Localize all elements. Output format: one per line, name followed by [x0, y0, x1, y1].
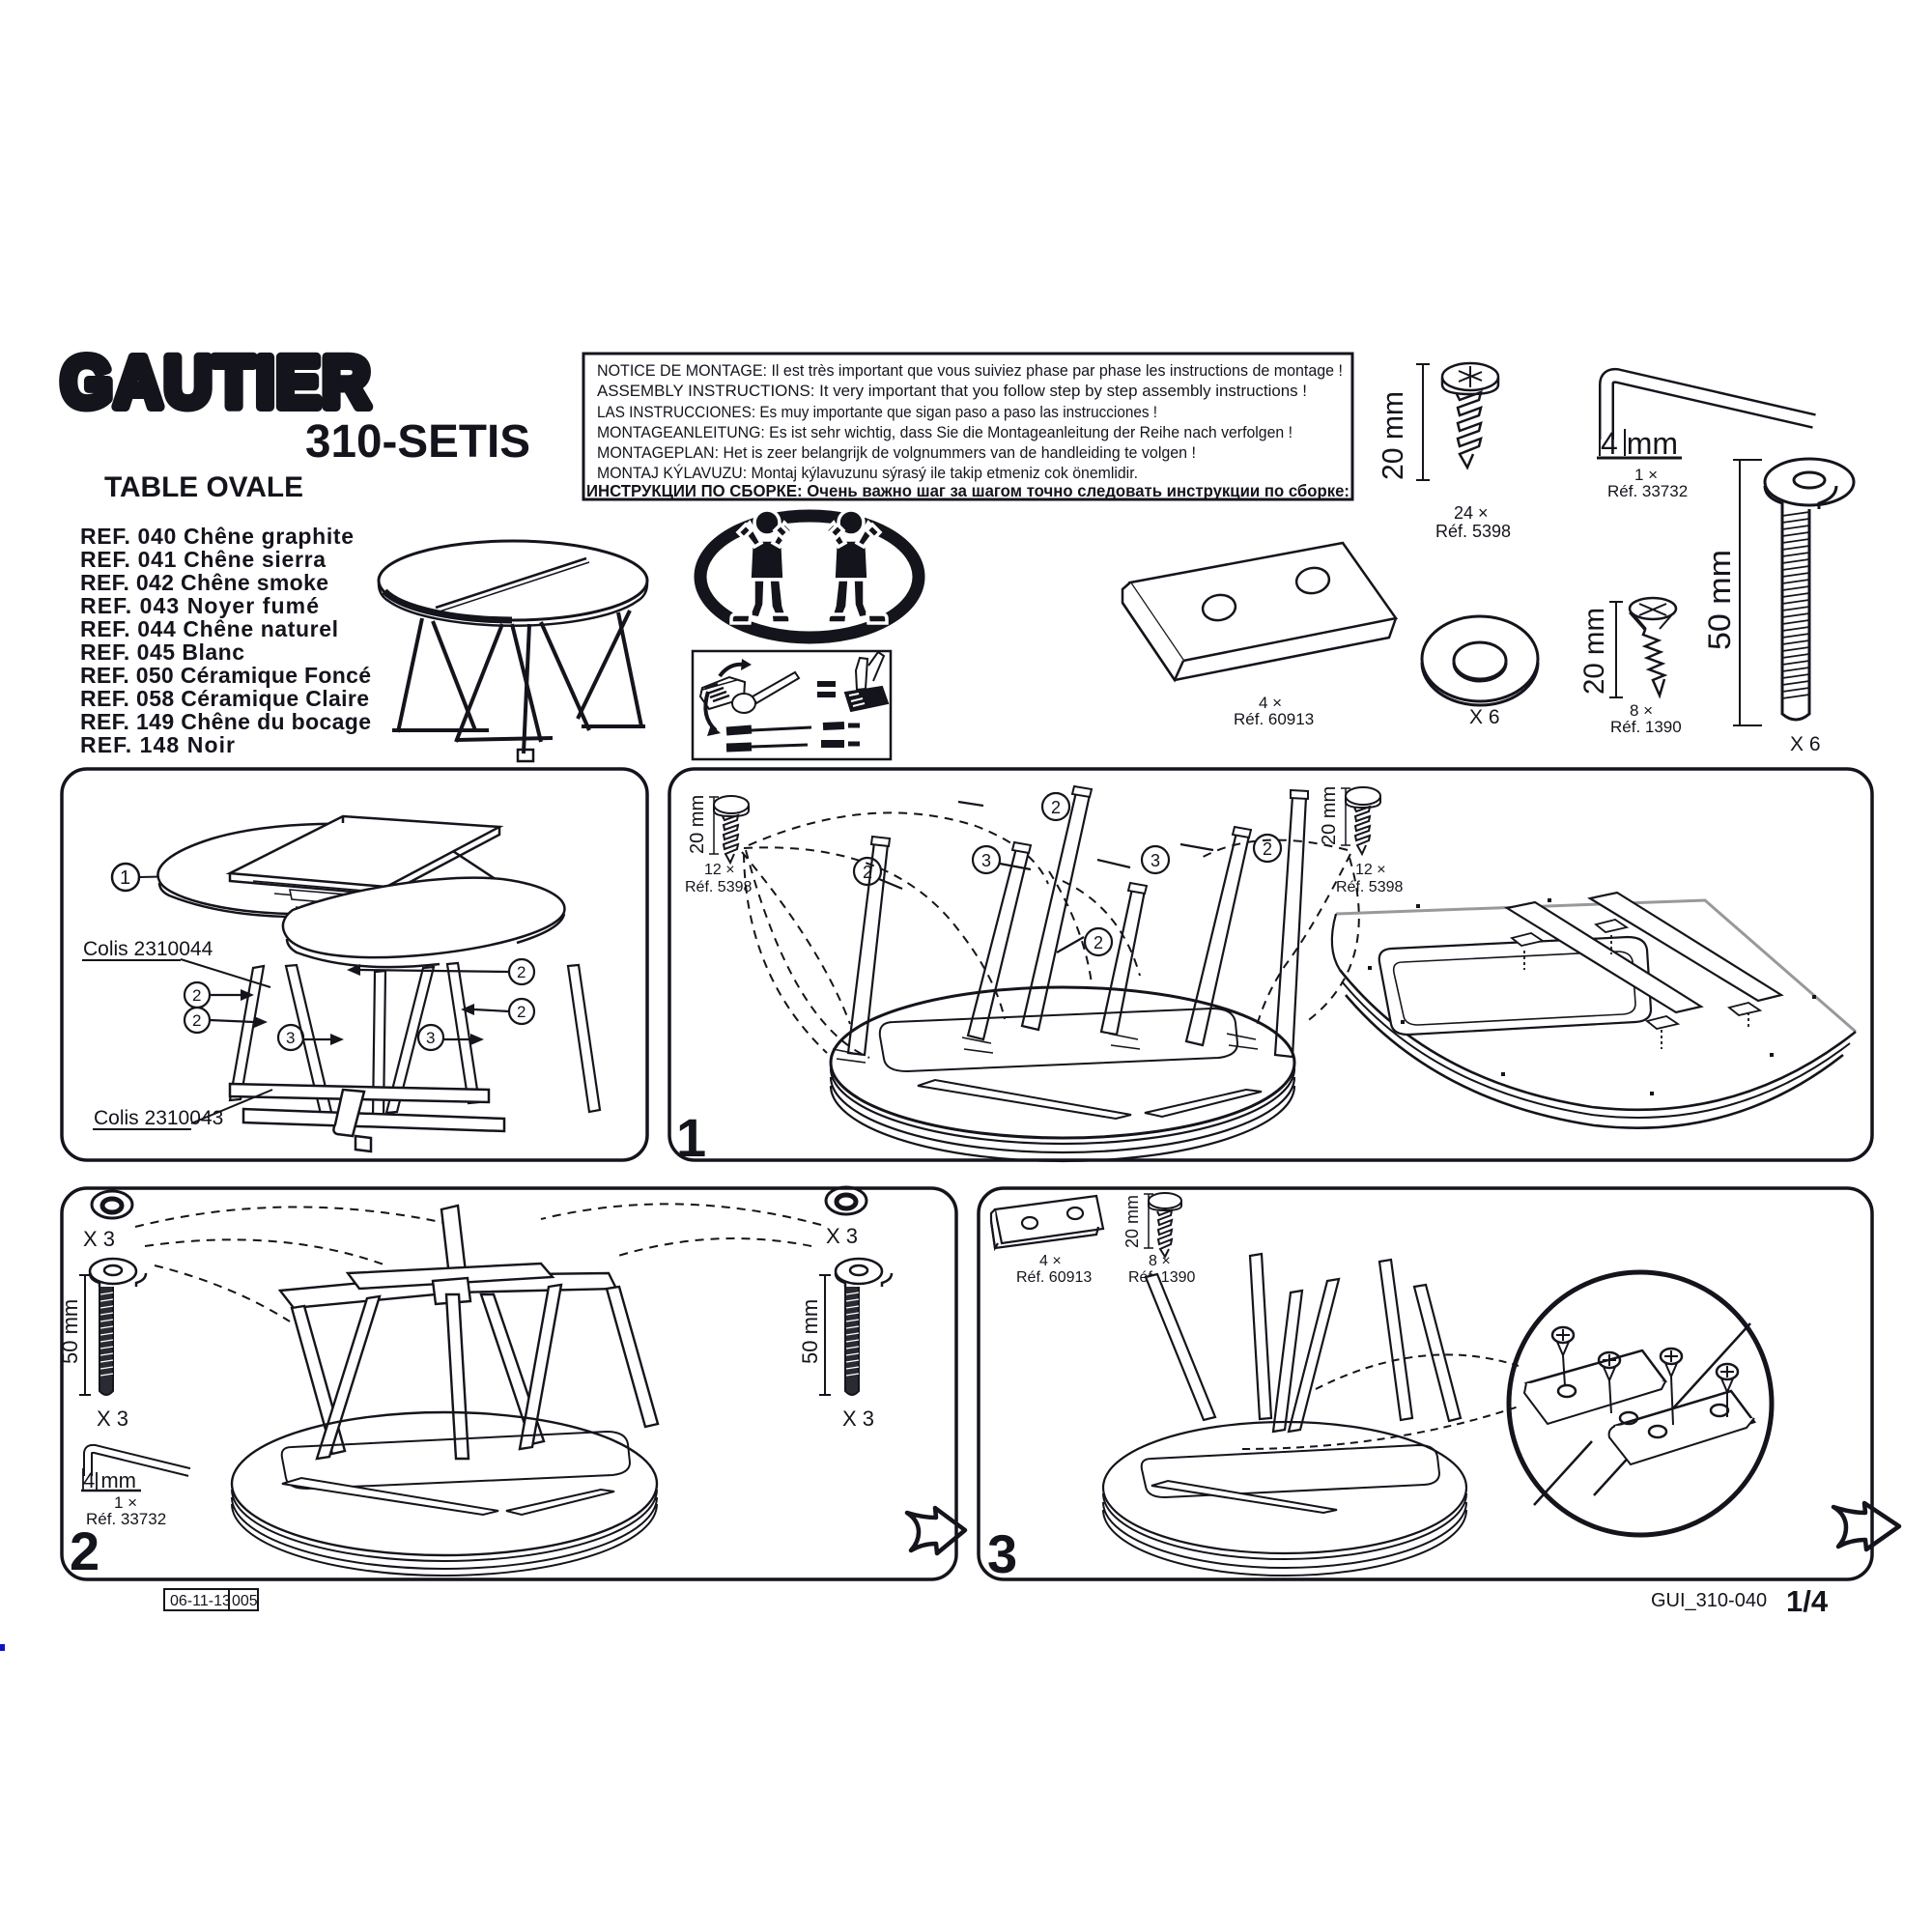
svg-text:ASSEMBLY INSTRUCTIONS: It very: ASSEMBLY INSTRUCTIONS: It very important… [597, 383, 1307, 400]
svg-text:X 3: X 3 [83, 1227, 115, 1251]
svg-text:2: 2 [517, 1003, 526, 1021]
svg-text:LAS INSTRUCCIONES: Es muy impo: LAS INSTRUCCIONES: Es muy importante que… [597, 404, 1157, 421]
svg-text:Réf. 5398: Réf. 5398 [1435, 522, 1511, 541]
svg-text:2: 2 [70, 1520, 99, 1581]
svg-text:X 3: X 3 [842, 1406, 874, 1431]
svg-text:Réf. 33732: Réf. 33732 [1607, 482, 1688, 500]
svg-text:Réf. 5398: Réf. 5398 [685, 879, 752, 895]
svg-text:20 mm: 20 mm [1376, 391, 1409, 480]
svg-text:Réf. 1390: Réf. 1390 [1610, 718, 1682, 736]
svg-text:3: 3 [286, 1029, 295, 1047]
svg-text:3: 3 [981, 851, 991, 870]
svg-text:1: 1 [120, 867, 130, 889]
svg-text:ИНСТРУКЦИИ ПО СБОРКЕ: Очень ва: ИНСТРУКЦИИ ПО СБОРКЕ: Очень важно шаг за… [586, 481, 1350, 500]
svg-text:NOTICE DE MONTAGE: Il est très: NOTICE DE MONTAGE: Il est très important… [597, 362, 1343, 380]
svg-text:3: 3 [987, 1523, 1017, 1584]
svg-text:24 ×: 24 × [1454, 503, 1489, 523]
svg-text:8 ×: 8 × [1630, 701, 1653, 720]
svg-text:2: 2 [517, 963, 526, 981]
svg-text:06-11-13: 06-11-13 [170, 1593, 231, 1609]
svg-text:REF. 044 Chêne naturel: REF. 044 Chêne naturel [80, 616, 338, 641]
svg-text:TABLE OVALE: TABLE OVALE [104, 471, 303, 503]
svg-text:X 6: X 6 [1469, 706, 1500, 728]
svg-text:REF. 041 Chêne sierra: REF. 041 Chêne sierra [80, 547, 326, 572]
svg-text:4 mm: 4 mm [1601, 426, 1678, 461]
svg-text:12 ×: 12 × [1355, 862, 1386, 878]
svg-text:3: 3 [1151, 851, 1160, 870]
svg-text:4 mm: 4 mm [83, 1468, 136, 1492]
svg-text:20 mm: 20 mm [1319, 786, 1340, 845]
svg-text:50 mm: 50 mm [1702, 550, 1737, 650]
svg-text:X 3: X 3 [97, 1406, 128, 1431]
svg-text:REF. 050 Céramique Foncé: REF. 050 Céramique Foncé [80, 663, 371, 688]
svg-text:MONTAGEANLEITUNG: Es ist sehr: MONTAGEANLEITUNG: Es ist sehr wichtig, d… [597, 424, 1293, 441]
svg-text:20 mm: 20 mm [687, 795, 708, 854]
svg-text:1 ×: 1 × [114, 1493, 137, 1512]
svg-text:4 ×: 4 × [1259, 694, 1282, 712]
svg-text:2: 2 [1094, 933, 1103, 952]
svg-text:Colis 2310044: Colis 2310044 [83, 938, 213, 960]
svg-text:50 mm: 50 mm [798, 1299, 822, 1364]
svg-text:005: 005 [232, 1593, 258, 1609]
svg-text:20 mm: 20 mm [1578, 608, 1610, 695]
svg-text:2: 2 [1051, 798, 1061, 817]
svg-text:MONTAJ KÝLAVUZU: Montaj kýlavu: MONTAJ KÝLAVUZU: Montaj kýlavuzunu sýras… [597, 464, 1138, 482]
svg-text:2: 2 [863, 863, 872, 882]
svg-text:1: 1 [676, 1107, 706, 1168]
svg-text:REF. 043 Noyer fumé: REF. 043 Noyer fumé [80, 593, 319, 618]
svg-text:REF. 148 Noir: REF. 148 Noir [80, 732, 235, 757]
svg-text:12 ×: 12 × [704, 862, 735, 878]
svg-text:4 ×: 4 × [1039, 1253, 1062, 1269]
svg-text:REF. 058 Céramique Claire: REF. 058 Céramique Claire [80, 686, 369, 711]
svg-text:Réf. 5398: Réf. 5398 [1336, 879, 1403, 895]
svg-text:Réf. 33732: Réf. 33732 [86, 1510, 166, 1528]
svg-text:REF. 149 Chêne du bocage: REF. 149 Chêne du bocage [80, 709, 371, 734]
svg-text:1/4: 1/4 [1786, 1584, 1829, 1618]
svg-text:3: 3 [426, 1029, 435, 1047]
svg-text:X 3: X 3 [826, 1224, 858, 1248]
svg-text:50 mm: 50 mm [58, 1299, 82, 1364]
svg-text:REF. 040 Chêne graphite: REF. 040 Chêne graphite [80, 524, 354, 549]
svg-text:MONTAGEPLAN: Het is zeer belan: MONTAGEPLAN: Het is zeer belangrijk de v… [597, 444, 1196, 462]
svg-text:Colis 2310043: Colis 2310043 [94, 1107, 223, 1129]
svg-text:8 ×: 8 × [1149, 1253, 1171, 1269]
svg-text:Réf. 60913: Réf. 60913 [1016, 1269, 1092, 1286]
svg-text:REF. 045 Blanc: REF. 045 Blanc [80, 639, 244, 665]
svg-text:GAUTIER: GAUTIER [61, 342, 372, 422]
svg-text:Réf. 60913: Réf. 60913 [1234, 710, 1314, 728]
svg-text:1 ×: 1 × [1634, 466, 1658, 484]
svg-text:2: 2 [1263, 839, 1272, 859]
svg-text:310-SETIS: 310-SETIS [305, 416, 530, 468]
svg-text:2: 2 [192, 1011, 201, 1030]
svg-text:Réf. 1390: Réf. 1390 [1128, 1269, 1195, 1286]
svg-text:2: 2 [192, 986, 201, 1005]
svg-text:GUI_310-040: GUI_310-040 [1651, 1590, 1767, 1611]
svg-text:20 mm: 20 mm [1122, 1195, 1142, 1248]
svg-text:REF. 042 Chêne smoke: REF. 042 Chêne smoke [80, 570, 328, 595]
svg-text:X 6: X 6 [1790, 733, 1821, 755]
